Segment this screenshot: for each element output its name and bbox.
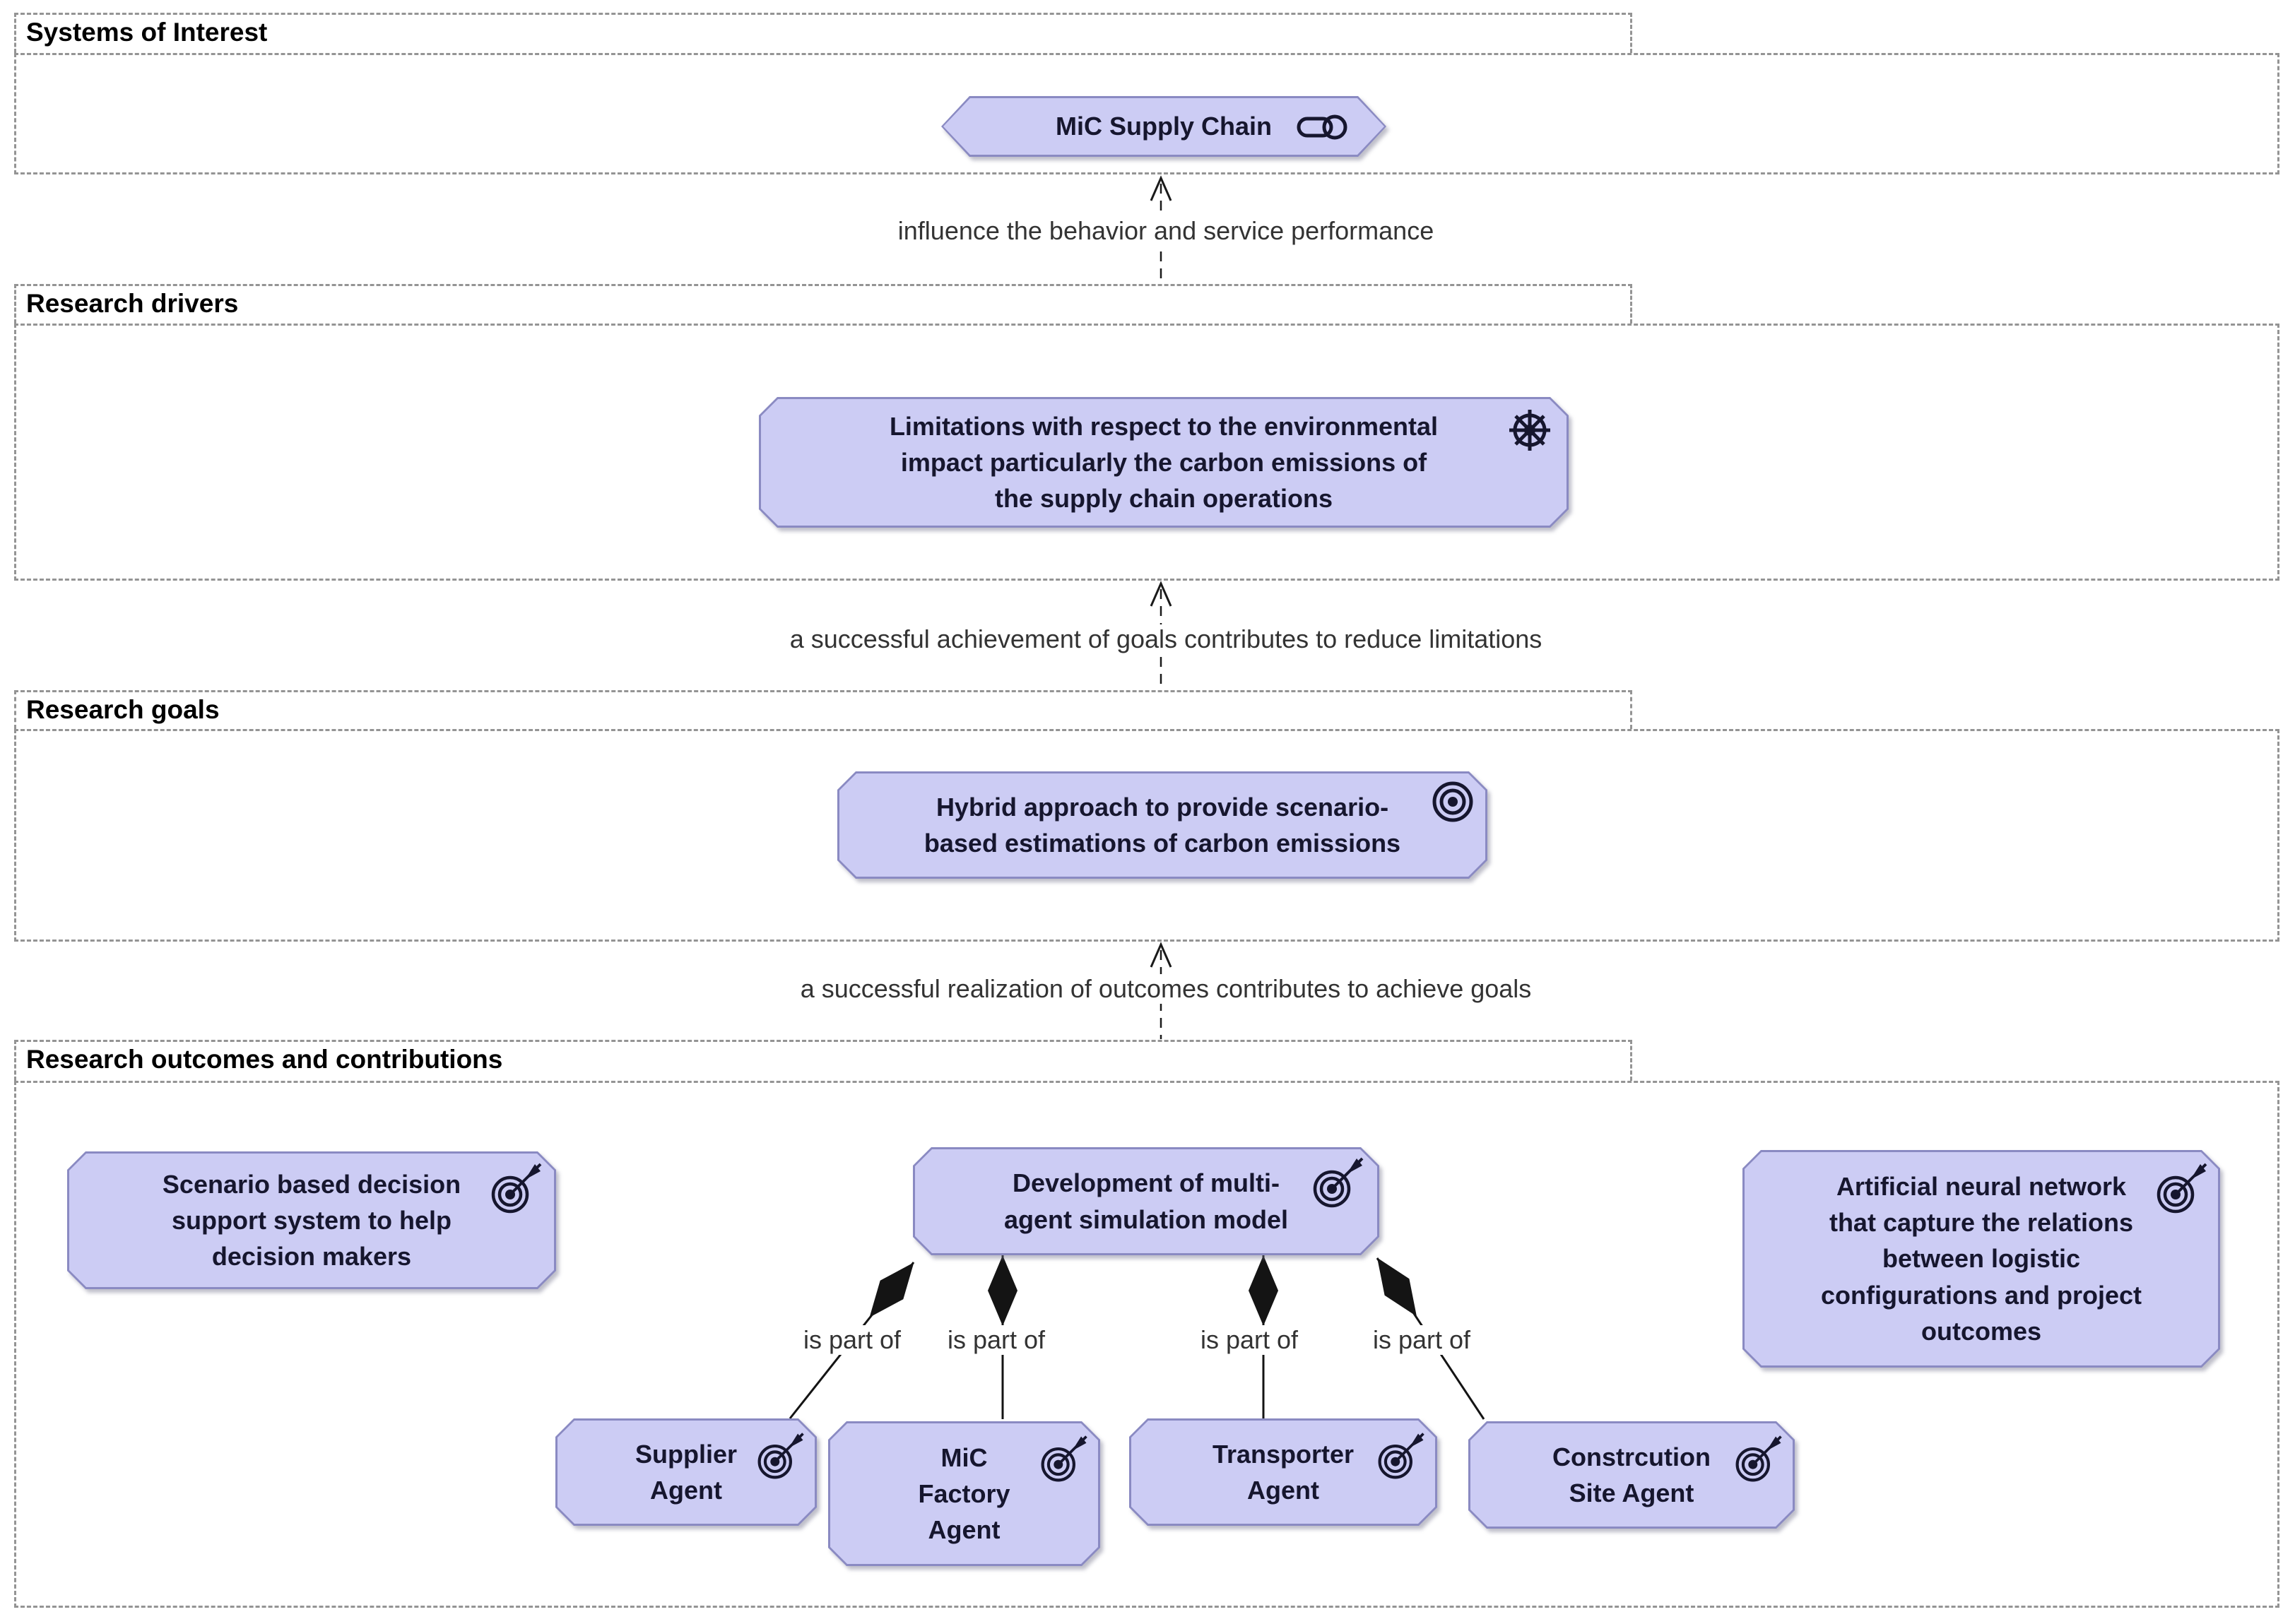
node-shape-fill <box>943 98 1384 155</box>
node-label: Constrcution Site Agent <box>1552 1442 1711 1507</box>
node-scenario-dss-outcome[interactable]: Scenario based decision support system t… <box>67 1151 556 1289</box>
relation-label-is-part-of: is part of <box>796 1325 909 1355</box>
node-label: MiC Factory Agent <box>918 1442 1010 1545</box>
node-mic-supply-chain[interactable]: MiC Supply Chain <box>941 96 1386 157</box>
node-hybrid-approach-goal[interactable]: Hybrid approach to provide scenario-base… <box>837 771 1487 879</box>
chain-link-icon <box>1296 112 1348 142</box>
outcome-target-arrow-icon <box>756 1430 807 1481</box>
node-label-wrap: Supplier Agent <box>555 1418 817 1526</box>
node-shape-fill <box>1470 1423 1793 1527</box>
node-transporter-agent[interactable]: Transporter Agent <box>1129 1418 1437 1526</box>
outcome-target-arrow-icon <box>1734 1433 1785 1483</box>
node-label-wrap: Limitations with respect to the environm… <box>759 397 1569 528</box>
node-shape-fill <box>839 774 1485 877</box>
node-label-wrap: Artificial neural network that capture t… <box>1742 1150 2220 1368</box>
arrow-up-icon <box>1150 942 1172 968</box>
node-shape-fill <box>1745 1152 2218 1365</box>
node-label-wrap: Development of multi-agent simulation mo… <box>913 1147 1379 1255</box>
band-body-research-goals <box>14 729 2279 942</box>
node-mas-model-outcome[interactable]: Development of multi-agent simulation mo… <box>913 1147 1379 1255</box>
node-label-wrap: Hybrid approach to provide scenario-base… <box>837 771 1487 879</box>
outcome-target-arrow-icon <box>1376 1430 1427 1481</box>
band-tab-research-outcomes: Research outcomes and contributions <box>14 1040 1632 1081</box>
node-shape-fill <box>915 1149 1377 1253</box>
node-supplier-agent[interactable]: Supplier Agent <box>555 1418 817 1526</box>
node-label: Artificial neural network that capture t… <box>1820 1172 2142 1346</box>
goal-target-icon <box>1431 780 1475 824</box>
node-label-wrap: Transporter Agent <box>1129 1418 1437 1526</box>
node-limitations-driver[interactable]: Limitations with respect to the environm… <box>759 397 1569 528</box>
node-label-wrap: MiC Factory Agent <box>828 1421 1100 1566</box>
relation-label-is-part-of: is part of <box>940 1325 1053 1355</box>
relation-label-is-part-of: is part of <box>1365 1325 1478 1355</box>
band-title: Research goals <box>26 695 220 724</box>
band-body-systems-of-interest <box>14 53 2279 174</box>
arrow-up-icon <box>1150 581 1172 607</box>
outcome-target-arrow-icon <box>2155 1160 2210 1215</box>
node-label-wrap: Constrcution Site Agent <box>1468 1421 1795 1529</box>
node-label: Development of multi-agent simulation mo… <box>1003 1168 1289 1234</box>
node-label: Supplier Agent <box>635 1439 738 1505</box>
band-body-research-drivers <box>14 324 2279 581</box>
band-title: Research drivers <box>26 289 239 318</box>
band-body-research-outcomes <box>14 1081 2279 1608</box>
outcome-target-arrow-icon <box>490 1160 545 1215</box>
band-title: Research outcomes and contributions <box>26 1045 503 1074</box>
relation-label-is-part-of: is part of <box>1193 1325 1306 1355</box>
node-shape-fill <box>69 1154 554 1287</box>
node-label: MiC Supply Chain <box>1056 112 1272 141</box>
node-label-wrap: MiC Supply Chain <box>941 96 1386 157</box>
node-label-wrap: Scenario based decision support system t… <box>67 1151 556 1289</box>
node-label: Transporter Agent <box>1212 1439 1355 1505</box>
node-mic-factory-agent[interactable]: MiC Factory Agent <box>828 1421 1100 1566</box>
outcome-target-arrow-icon <box>1039 1433 1090 1483</box>
driver-wheel-icon <box>1506 407 1553 454</box>
band-tab-research-goals: Research goals <box>14 690 1632 729</box>
node-label: Hybrid approach to provide scenario-base… <box>924 792 1401 858</box>
arrow-up-icon <box>1150 175 1172 201</box>
node-label: Limitations with respect to the environm… <box>889 411 1439 514</box>
node-ann-outcome[interactable]: Artificial neural network that capture t… <box>1742 1150 2220 1368</box>
node-label: Scenario based decision support system t… <box>162 1169 461 1272</box>
relation-label-influence: influence the behavior and service perfo… <box>890 216 1441 246</box>
relation-label-realization: a successful realization of outcomes con… <box>793 974 1539 1004</box>
band-title: Systems of Interest <box>26 18 268 47</box>
node-shape-fill <box>830 1423 1098 1564</box>
relation-label-achievement: a successful achievement of goals contri… <box>782 624 1550 654</box>
node-shape-fill <box>761 399 1567 526</box>
outcome-target-arrow-icon <box>1311 1154 1367 1209</box>
node-construction-site-agent[interactable]: Constrcution Site Agent <box>1468 1421 1795 1529</box>
band-tab-systems-of-interest: Systems of Interest <box>14 13 1632 53</box>
band-tab-research-drivers: Research drivers <box>14 284 1632 324</box>
